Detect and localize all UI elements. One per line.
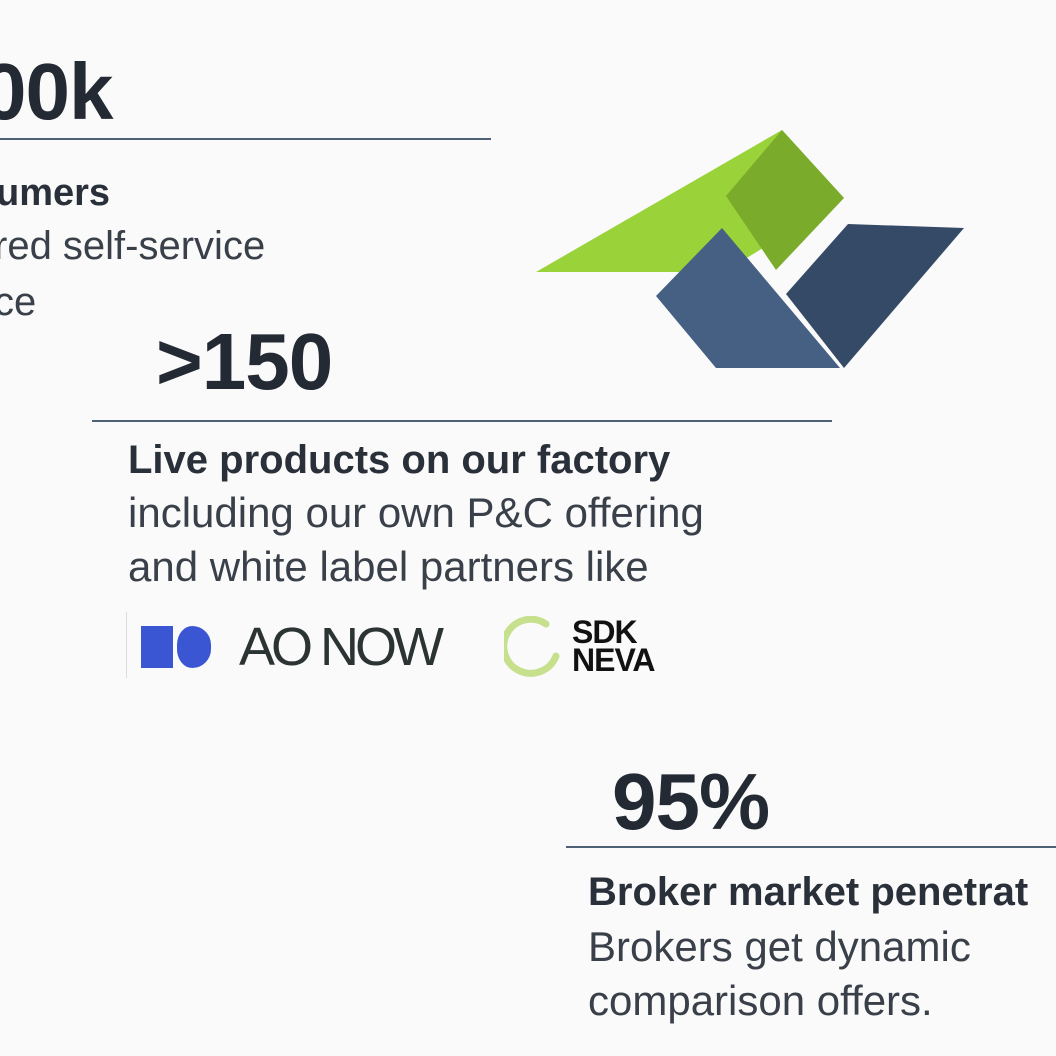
divider [92, 420, 832, 422]
logo-shape-dark-green [726, 130, 844, 270]
divider [0, 138, 491, 140]
sdk-neva-logo: SDK NEVA [502, 612, 710, 700]
stat-headline-products: Live products on our factory [128, 438, 671, 482]
chevron-logo-icon [536, 130, 964, 368]
stat-description-line: comparison offers. [588, 977, 933, 1024]
stat-value-products: >150 [156, 317, 333, 406]
partner-logos: AO NOW SDK NEVA [126, 612, 710, 700]
stat-description-line: and white label partners like [128, 543, 649, 590]
ao-now-wordmark: AO NOW [239, 617, 444, 677]
ring-icon [504, 616, 560, 677]
stat-headline-customers: umers [0, 172, 111, 214]
stat-value-customers: 00k [0, 47, 113, 136]
stat-description-line: ce [0, 280, 37, 324]
divider [566, 846, 1056, 848]
stat-description-line: including our own P&C offering [128, 489, 704, 536]
ao-now-logo: AO NOW [126, 612, 477, 678]
ao-now-mark-icon [141, 626, 173, 668]
logo-shape-dark-blue [786, 224, 964, 368]
sdk-neva-wordmark-bottom: NEVA [572, 642, 656, 678]
sdk-neva-wordmark-top: SDK [572, 614, 638, 650]
stat-value-broker: 95% [612, 757, 770, 846]
ao-now-mark-round-icon [177, 626, 211, 668]
stat-description-line: red self-service [0, 224, 266, 268]
logo-shape-mid-blue [656, 228, 840, 368]
stat-headline-broker: Broker market penetrat [588, 870, 1029, 914]
stat-description-line: Brokers get dynamic [588, 923, 971, 970]
